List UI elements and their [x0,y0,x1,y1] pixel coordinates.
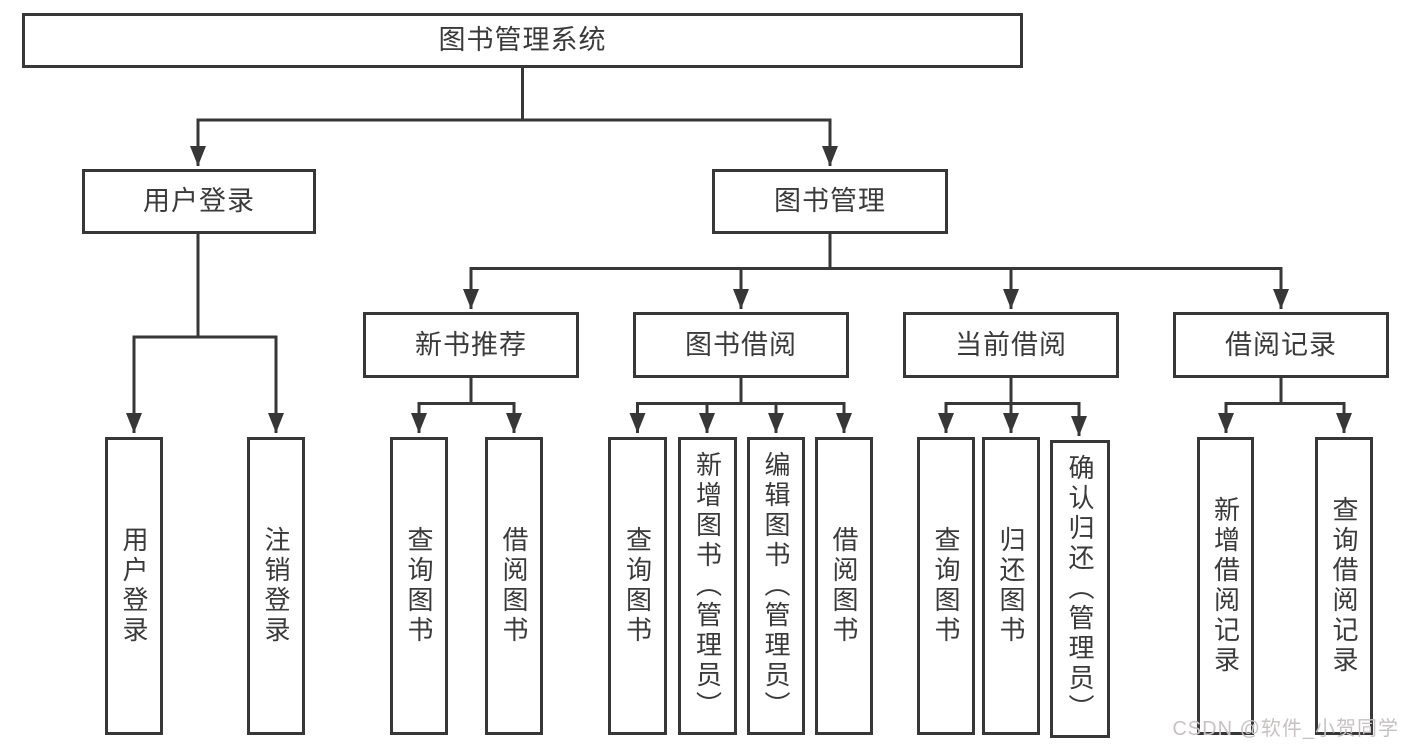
node-book-borrowing: 图书借阅 [633,312,849,378]
leaf-user-login: 用户登录 [105,437,163,735]
node-user-login: 用户登录 [82,169,316,234]
leaf-bb-edit-books-admin: 编辑图书（管理员） [747,437,805,735]
leaf-br-query-record: 查询借阅记录 [1315,437,1373,735]
leaf-logout: 注销登录 [247,437,305,735]
leaf-cb-confirm-return-admin: 确认归还（管理员） [1050,440,1110,738]
csdn-watermark: CSDN @软件_小贺同学 [1172,718,1399,740]
leaf-nb-query-books: 查询图书 [390,437,448,735]
leaf-bb-borrow-books: 借阅图书 [815,437,873,735]
leaf-cb-query-books: 查询图书 [917,437,975,735]
leaf-cb-return-books: 归还图书 [982,437,1040,735]
leaf-bb-query-books: 查询图书 [608,437,667,735]
node-new-book-recommend: 新书推荐 [363,312,579,378]
node-current-borrowing: 当前借阅 [903,312,1119,378]
node-borrowing-records: 借阅记录 [1173,312,1389,378]
leaf-nb-borrow-books: 借阅图书 [485,437,543,735]
node-root: 图书管理系统 [22,13,1023,68]
node-book-management: 图书管理 [712,169,948,234]
leaf-br-add-record: 新增借阅记录 [1197,437,1254,735]
leaf-bb-add-books-admin: 新增图书（管理员） [678,437,737,735]
